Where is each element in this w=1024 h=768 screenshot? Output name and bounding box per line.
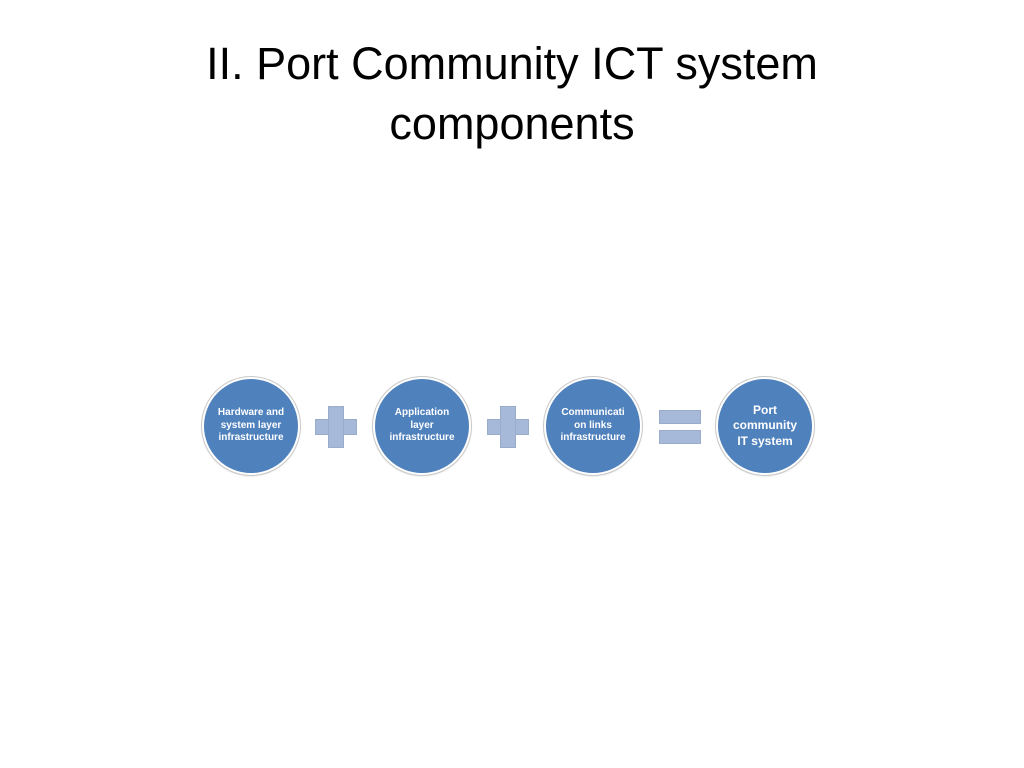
equals-bottom-bar (659, 430, 701, 444)
node-application-layer: Application layer infrastructure (373, 377, 471, 475)
equals-top-bar (659, 410, 701, 424)
slide-title: II. Port Community ICT system components (206, 38, 818, 149)
node-hardware-system-layer: Hardware and system layer infrastructure (202, 377, 300, 475)
equals-icon (659, 410, 701, 444)
plus-vertical-bar (328, 406, 344, 448)
plus-icon (487, 406, 529, 448)
plus-icon (315, 406, 357, 448)
node-port-community-it-system: Port community IT system (716, 377, 814, 475)
plus-vertical-bar (500, 406, 516, 448)
node-communication-links: Communicati on links infrastructure (544, 377, 642, 475)
